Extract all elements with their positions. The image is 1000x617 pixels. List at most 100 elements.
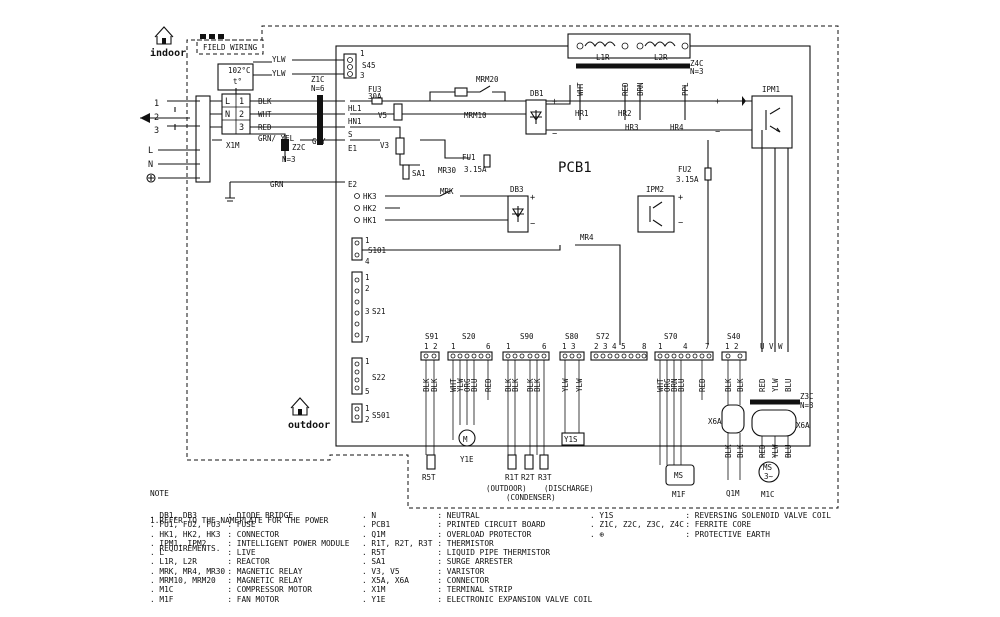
n-label: N [148, 160, 153, 170]
s45-pin3: 3 [360, 71, 365, 80]
db1-minus: − [552, 129, 557, 139]
wire-ppl-top: PPL [681, 82, 690, 96]
wire-gry: GRY [312, 137, 326, 146]
discharge-label: (DISCHARGE) [544, 484, 594, 493]
wire-label-s70: ORG [663, 378, 672, 392]
wire-label-s70: BRN [670, 378, 679, 392]
legend-row: . R1T, R2T, R3T: THERMISTOR [362, 538, 494, 548]
ipm1-minus: − [715, 127, 720, 137]
s21-connector [351, 271, 363, 343]
e2-label: E2 [348, 180, 357, 189]
legend-value: : DIODE BRIDGE [227, 511, 294, 520]
s501-pin2: 2 [365, 415, 370, 424]
x1m-label: X1M [226, 141, 240, 150]
wire-label-uvw: RED [758, 378, 767, 392]
s40-pins: 1 2 [725, 342, 739, 351]
indoor-label: indoor [150, 47, 186, 59]
legend-column-2: . N: NEUTRAL. PCB1: PRINTED CIRCUIT BOAR… [362, 511, 592, 604]
s21-pin7: 7 [365, 335, 370, 344]
indoor-terminal-block [195, 95, 211, 183]
legend-value: : PRINTED CIRCUIT BOARD [437, 520, 546, 530]
legend-value: : PROTECTIVE EARTH [685, 529, 770, 539]
legend-key: V3, V5 [371, 566, 400, 576]
wire-wht-top: WHT [576, 82, 585, 96]
ipm1-module [751, 95, 793, 149]
x6a-right-connector [751, 409, 797, 437]
wire-label-s90: BLK [504, 378, 513, 392]
legend-row: . IPM1, IPM2: INTELLIGENT POWER MODULE [150, 538, 350, 548]
s90-pin-r: 6 [542, 342, 547, 351]
legend-value: : CONNECTOR [437, 576, 490, 586]
s501-connector [351, 403, 363, 423]
m1c-ms: MS [763, 463, 773, 472]
s72-label: S72 [596, 332, 610, 341]
s21-pin2: 2 [365, 284, 370, 293]
z1c-label: Z1C [311, 75, 325, 84]
ind-3: 3 [154, 126, 159, 136]
legend-value: : MAGNETIC RELAY [227, 576, 303, 586]
r3t-label: R3T [538, 473, 552, 482]
legend-value: : TERMINAL STRIP [437, 585, 513, 595]
mr4-label: MR4 [580, 233, 594, 242]
legend-value: : THERMISTOR [437, 538, 494, 548]
ipm2-minus: − [678, 218, 683, 228]
s101-connector [351, 237, 363, 261]
wire-label-m1c_bottom: BLU [784, 444, 793, 458]
legend-value: : FERRITE CORE [685, 520, 752, 530]
legend-value: : OVERLOAD PROTECTOR [437, 529, 532, 539]
x1m-terminal-strip [221, 93, 251, 135]
m1f-ms: MS [674, 471, 684, 480]
wire-label-s90: BLK [511, 378, 520, 392]
wire-label-s40: BLK [736, 378, 745, 392]
legend-row: . V3, V5: VARISTOR [362, 566, 485, 576]
z3c-label: Z3C [800, 392, 814, 401]
hl1-label: HL1 [348, 104, 362, 113]
db3-minus: − [530, 219, 535, 229]
hn1-label: HN1 [348, 117, 362, 126]
s70-pin-l: 1 [658, 342, 663, 351]
e1-label: E1 [348, 144, 357, 153]
ind-1: 1 [154, 99, 159, 109]
wire-label-s91: BLK [422, 378, 431, 392]
s22-connector [351, 357, 363, 395]
fu2-value: 3.15A [676, 175, 699, 184]
note-line1: 1.REFER TO THE NAMEPLATE FOR THE POWER [150, 516, 329, 526]
term-1: 1 [239, 97, 244, 107]
ind-2: 2 [154, 113, 159, 123]
fu3-fuse [371, 97, 383, 105]
hr1-label: HR1 [575, 109, 589, 118]
s101-pin4: 4 [365, 257, 370, 266]
s72-pins: 2 3 4 5 [594, 342, 626, 351]
mrk-label: MRK [440, 187, 454, 196]
s45-connector [343, 53, 357, 79]
legend-key: X5A, X6A [371, 576, 409, 586]
v3-label: V3 [380, 141, 389, 150]
legend-value: : INTELLIGENT POWER MODULE [227, 538, 350, 548]
wire-label-s90: BLK [526, 378, 535, 392]
db3-diode-bridge [507, 195, 529, 233]
s22-pin5: 5 [365, 387, 370, 396]
legend-value: : REACTOR [227, 557, 270, 567]
s45-pin1: 1 [360, 49, 365, 58]
wire-label-s70: RED [698, 378, 707, 392]
t-label: t° [233, 77, 242, 86]
power-input-arrow [140, 113, 190, 123]
wire-label-q1m: BLK [724, 444, 733, 458]
m1c-label: M1C [761, 490, 775, 499]
mrm10-label: MRM10 [464, 111, 487, 120]
wire-label-m1c_bottom: YLW [771, 444, 780, 458]
legend-row: . Z1C, Z2C, Z3C, Z4C: FERRITE CORE [590, 520, 752, 530]
s21-label: S21 [372, 307, 386, 316]
legend-row: . Y1E: ELECTRONIC EXPANSION VALVE COIL [362, 594, 593, 604]
ipm1-plus: + [715, 97, 720, 107]
term-l: L [225, 97, 230, 107]
legend-key: PCB1 [371, 520, 391, 530]
fu3-value: 30A [368, 92, 382, 101]
wire-label-s70: BLU [677, 378, 686, 392]
l-label: L [148, 146, 153, 156]
sa1-arrester [402, 164, 410, 180]
legend-key: Y1S [599, 511, 614, 520]
mrm20-label: MRM20 [476, 75, 499, 84]
q1m-label: Q1M [726, 489, 740, 498]
